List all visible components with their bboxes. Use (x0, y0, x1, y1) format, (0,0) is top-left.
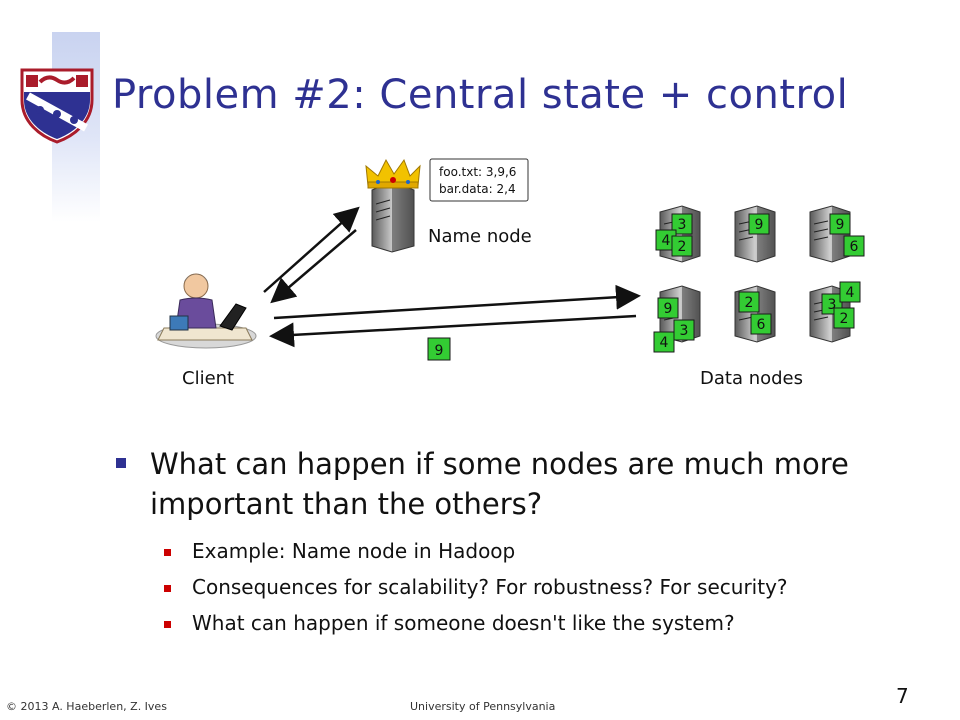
footer-copyright: © 2013 A. Haeberlen, Z. Ives (6, 700, 167, 713)
data-block: 9 (829, 213, 851, 235)
data-block: 2 (833, 307, 855, 329)
data-block-label: 2 (678, 239, 687, 255)
bullet-main-text: What can happen if some nodes are much m… (150, 447, 849, 521)
data-block-label: 4 (662, 233, 671, 249)
sub-bullet-marker (164, 621, 171, 628)
data-block-label: 9 (836, 217, 845, 233)
sub-bullet-text: Consequences for scalability? For robust… (192, 575, 788, 599)
metadata-line: foo.txt: 3,9,6 (439, 165, 516, 179)
sub-bullet: What can happen if someone doesn't like … (112, 608, 912, 644)
data-block-label: 4 (660, 335, 669, 351)
client-label: Client (182, 368, 234, 389)
data-block-label: 9 (755, 217, 764, 233)
penn-shield-icon (20, 68, 94, 144)
hdfs-diagram: foo.txt: 3,9,6 bar.data: 2,4 Name node C… (155, 158, 865, 389)
data-block: 2 (738, 291, 760, 313)
svg-text:9: 9 (435, 343, 444, 359)
data-block: 3 (673, 319, 695, 341)
user-at-laptop-icon (155, 273, 257, 349)
data-block-label: 4 (846, 285, 855, 301)
sub-bullet-marker (164, 549, 171, 556)
server-icon (371, 181, 415, 253)
data-nodes-label: Data nodes (700, 368, 803, 389)
data-block-label: 2 (840, 311, 849, 327)
data-block-label: 6 (850, 239, 859, 255)
crown-icon (365, 158, 421, 189)
client-to-namenode-arrow (263, 206, 360, 293)
data-block: 2 (671, 235, 693, 257)
sub-bullet: Example: Name node in Hadoop (112, 536, 912, 572)
sub-bullet: Consequences for scalability? For robust… (112, 572, 912, 608)
metadata-line: bar.data: 2,4 (439, 182, 516, 196)
data-block-label: 2 (745, 295, 754, 311)
namenode-metadata-box: foo.txt: 3,9,6 bar.data: 2,4 (429, 158, 529, 202)
bullet-marker (116, 458, 126, 468)
footer-institution: University of Pennsylvania (410, 700, 556, 713)
transferred-block: 9 (427, 337, 451, 361)
bullet-list: What can happen if some nodes are much m… (112, 444, 912, 644)
sub-bullet-text: Example: Name node in Hadoop (192, 539, 516, 563)
data-block: 9 (657, 297, 679, 319)
data-block-label: 3 (678, 217, 687, 233)
sub-bullet-marker (164, 585, 171, 592)
data-block: 9 (748, 213, 770, 235)
slide-title: Problem #2: Central state + control (112, 72, 849, 118)
data-block: 6 (750, 313, 772, 335)
name-node-label: Name node (428, 226, 532, 247)
namenode-to-client-arrow (270, 229, 357, 304)
bullet-main: What can happen if some nodes are much m… (112, 444, 912, 524)
data-block: 6 (843, 235, 865, 257)
datanode-to-client-arrow (269, 314, 637, 348)
client-to-datanode-arrow (273, 284, 641, 320)
page-number: 7 (896, 684, 909, 708)
data-block-label: 6 (757, 317, 766, 333)
data-block: 3 (671, 213, 693, 235)
data-block-label: 3 (828, 297, 837, 313)
sub-bullet-text: What can happen if someone doesn't like … (192, 611, 735, 635)
name-node (365, 158, 421, 253)
data-block-label: 3 (680, 323, 689, 339)
data-block: 4 (839, 281, 861, 303)
sub-bullet-list: Example: Name node in Hadoop Consequence… (112, 536, 912, 644)
data-block-label: 9 (664, 301, 673, 317)
data-block: 4 (653, 331, 675, 353)
